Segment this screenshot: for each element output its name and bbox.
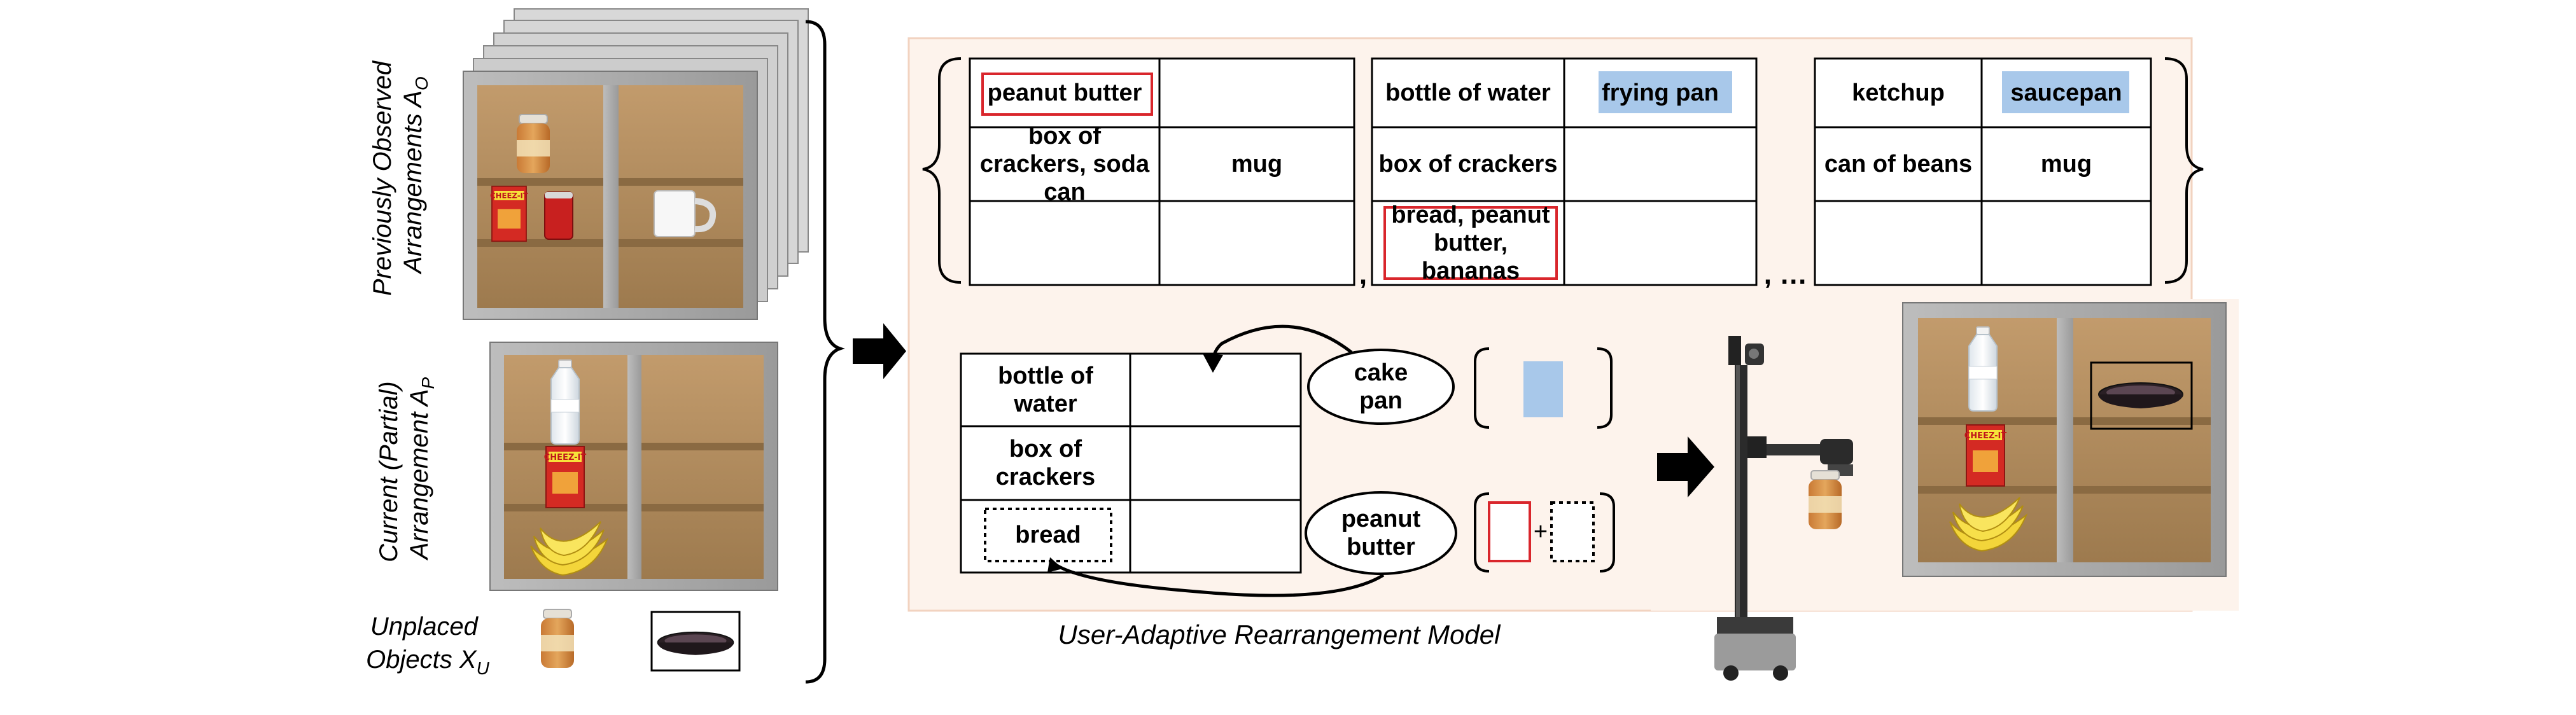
obs1-cell-r1c1: peanut butter xyxy=(987,80,1142,106)
input-brace xyxy=(805,20,845,684)
obs2-cell-r1c1: bottle of water xyxy=(1385,80,1551,106)
slot2-red-box xyxy=(1488,501,1531,562)
observed-shelf-stack xyxy=(463,8,809,320)
cake-pan-arrow xyxy=(1211,324,1353,364)
obs1-cell-r3c2 xyxy=(1159,201,1354,285)
slot1-left-paren xyxy=(1474,347,1490,429)
obs3-cell-r1c2: saucepan xyxy=(2010,80,2122,106)
obs1-cell-r1c2 xyxy=(1159,59,1354,127)
cheezit-box-icon xyxy=(543,446,587,508)
current-table xyxy=(960,352,1302,574)
slot1-right-paren xyxy=(1597,347,1613,429)
cur-cell-r3c2 xyxy=(1130,500,1301,573)
peanut-butter-label: peanut butter xyxy=(1341,506,1421,560)
obs3-cell-r3c1 xyxy=(1815,201,1982,285)
peanut-butter-jar-icon xyxy=(516,114,550,174)
obs3-cell-r1c1: ketchup xyxy=(1852,80,1945,106)
water-bottle-icon xyxy=(1968,326,1998,412)
unplaced-peanut-butter-icon xyxy=(540,609,575,669)
obs1-cell-r2c1: box of crackers, soda can xyxy=(979,123,1150,205)
model-caption: User-Adaptive Rearrangement Model xyxy=(1058,620,1501,649)
water-bottle-icon xyxy=(550,359,580,445)
slot2-dotted-box xyxy=(1550,501,1595,562)
cake-pan-arrowhead xyxy=(1203,354,1223,373)
peanut-butter-arrowhead xyxy=(1047,557,1063,573)
right-arrow-icon xyxy=(1657,436,1714,497)
cheezit-box-icon xyxy=(489,185,529,242)
slot2-right-paren xyxy=(1599,492,1615,573)
peanut-butter-arrow xyxy=(1053,562,1385,597)
cur-cell-r1c2 xyxy=(1130,354,1301,426)
cake-pan-node xyxy=(1307,349,1455,425)
observed-shelf xyxy=(463,71,758,320)
cur-cell-r2c1: box of crackers xyxy=(995,436,1096,490)
cur-cell-r1c1: bottle of water xyxy=(998,363,1093,417)
observed-label: Previously Observed Arrangements AO xyxy=(368,54,431,296)
set-left-brace xyxy=(922,57,962,284)
obs2-cell-r1c2: frying pan xyxy=(1602,80,1719,106)
observed-table-3 xyxy=(1814,57,2152,286)
unplaced-label: Unplaced Objects XU xyxy=(366,613,489,678)
right-arrow-icon xyxy=(853,323,906,379)
separator-comma: , xyxy=(1359,259,1368,290)
plus-sign: + xyxy=(1533,518,1548,545)
obs2-cell-r3c2 xyxy=(1564,201,1756,285)
robot-holding-jar-icon xyxy=(1714,336,1853,681)
cur-cell-r2c2 xyxy=(1130,426,1301,500)
observed-table-2 xyxy=(1371,57,1758,286)
set-right-brace xyxy=(2164,57,2204,284)
cur-cell-r3c1: bread xyxy=(1015,522,1081,548)
unplaced-pan-box xyxy=(650,611,741,672)
observed-table-1 xyxy=(969,57,1355,286)
mug-icon xyxy=(654,190,717,237)
obs3-cell-r2c1: can of beans xyxy=(1824,151,1973,177)
slot2-left-paren xyxy=(1474,492,1490,573)
cake-pan-label: cake pan xyxy=(1354,359,1408,414)
current-label: Current (Partial) Arrangement AP xyxy=(375,374,438,562)
slot1-blue-box xyxy=(1523,361,1563,417)
soda-can-icon xyxy=(544,191,573,240)
cheezit-box-icon xyxy=(1963,424,2008,487)
current-shelf xyxy=(489,342,778,591)
separator-ellipsis: , … xyxy=(1763,259,1808,290)
obs1-cell-r3c1 xyxy=(970,201,1159,285)
obs3-cell-r2c2: mug xyxy=(2040,151,2092,177)
held-peanut-butter-icon xyxy=(1808,470,1842,530)
obs3-cell-r3c2 xyxy=(1982,201,2151,285)
result-shelf xyxy=(1902,302,2227,577)
obs2-cell-r2c2 xyxy=(1564,127,1756,201)
peanut-butter-node xyxy=(1305,491,1457,575)
obs2-cell-r3c1: bread, peanut butter, bananas xyxy=(1391,202,1550,284)
obs1-cell-r2c2: mug xyxy=(1231,151,1283,177)
obs2-cell-r2c1: box of crackers xyxy=(1378,151,1558,177)
